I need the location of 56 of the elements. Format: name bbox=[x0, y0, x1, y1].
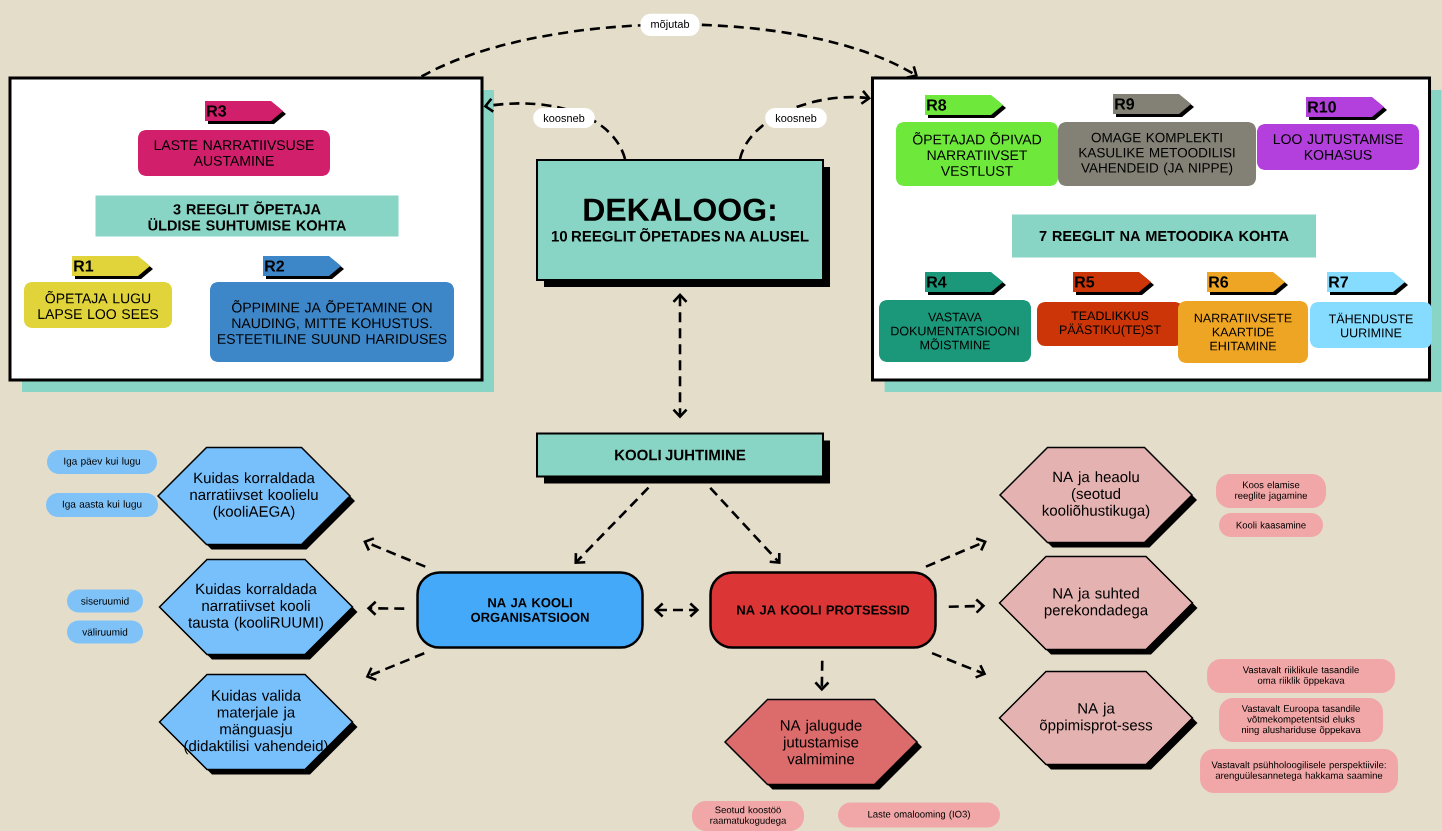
arrow bbox=[814, 660, 830, 692]
hexagon: NA ja suhted perekondadega bbox=[998, 555, 1198, 655]
rule-card: ÕPETAJA LUGU LAPSE LOO SEES bbox=[24, 282, 172, 328]
note-pill: siseruumid bbox=[67, 589, 143, 613]
note-pill: Iga aasta kui lugu bbox=[46, 493, 158, 517]
note-pill: Vastavalt riiklikule tasandile oma riiklik õppekava bbox=[1207, 659, 1395, 693]
heading-banner: 7 REEGLIT NA METOODIKA KOHTA bbox=[1012, 214, 1316, 258]
arrow bbox=[653, 602, 700, 618]
process-box: NA JA KOOLI PROTSESSID bbox=[709, 571, 937, 649]
note-pill: Iga päev kui lugu bbox=[47, 450, 157, 474]
rule-tag: R10 bbox=[1306, 97, 1387, 120]
rule-tag: R3 bbox=[205, 101, 286, 124]
arrow bbox=[363, 537, 426, 568]
rule-tag: R9 bbox=[1113, 94, 1194, 117]
rule-card: OMAGE KOMPLEKTI KASULIKE METOODILISI VAHENDEID (JA NIPPE) bbox=[1058, 122, 1256, 186]
rule-tag: R1 bbox=[72, 256, 153, 279]
title-box: DEKALOOG: 10 REEGLIT ÕPETADES NA ALUSEL bbox=[536, 159, 830, 287]
rule-card: ÕPPIMINE JA ÕPETAMINE ON NAUDING, MITTE KOHUSTUS. ESTEETILINE SUUND HARIDUSES bbox=[210, 282, 454, 362]
arrow bbox=[948, 598, 986, 614]
hexagon: NA ja õppimisprot-sess bbox=[998, 670, 1198, 770]
process-box: NA JA KOOLI ORGANISATSIOON bbox=[416, 571, 644, 649]
rule-card: TEADLIKKUS PÄÄSTIKU(TE)ST bbox=[1037, 302, 1183, 346]
rule-tag: R7 bbox=[1327, 272, 1408, 295]
rule-tag: R4 bbox=[925, 272, 1006, 295]
note-pill: Vastavalt Euroopa tasandile võtmekompetentsid eluks ning alushariduse õppekava bbox=[1219, 698, 1383, 742]
hexagon: Kuidas valida materjale ja mänguasju (didaktilisi vahendeid) bbox=[158, 673, 358, 775]
arrow bbox=[925, 537, 987, 568]
arrow bbox=[574, 486, 650, 565]
arrow bbox=[931, 651, 987, 679]
arrow bbox=[672, 293, 688, 419]
rule-tag: R5 bbox=[1073, 272, 1154, 295]
arrow bbox=[738, 90, 871, 160]
arrow bbox=[365, 652, 425, 682]
note-pill: Vastavalt psühholoogilisele perspektiivile: arenguülesannetega hakkama saamine bbox=[1200, 749, 1398, 793]
arrow bbox=[483, 97, 627, 160]
note-pill: Koos elamise reeglite jagamine bbox=[1216, 474, 1326, 508]
hexagon: Kuidas korraldada narratiivset kooli tausta (kooliRUUMI) bbox=[158, 558, 358, 660]
rule-tag: R8 bbox=[925, 95, 1006, 118]
rule-card: VASTAVA DOKUMENTATSIOONI MÕISTMINE bbox=[879, 300, 1031, 362]
rule-tag: R6 bbox=[1207, 272, 1288, 295]
edge-label: koosneb bbox=[533, 107, 595, 129]
rule-tag: R2 bbox=[263, 256, 344, 279]
rule-card: LOO JUTUSTAMISE KOHASUS bbox=[1257, 124, 1419, 170]
edge-label: koosneb bbox=[765, 107, 827, 129]
rule-card: LASTE NARRATIIVSUSE AUSTAMINE bbox=[138, 130, 330, 176]
rule-card: ÕPETAJAD ÕPIVAD NARRATIIVSET VESTLUST bbox=[896, 122, 1058, 186]
note-pill: Kooli kaasamine bbox=[1219, 513, 1323, 537]
arrow bbox=[709, 486, 781, 564]
note-pill: Seotud koostöö raamatukogudega bbox=[692, 801, 804, 831]
note-pill: väliruumid bbox=[67, 620, 143, 644]
arrow bbox=[420, 23, 918, 79]
process-box: KOOLI JUHTIMINE bbox=[536, 432, 830, 484]
arrow bbox=[366, 600, 405, 616]
rule-card: NARRATIIVSETE KAARTIDE EHITAMINE bbox=[1178, 301, 1308, 363]
rule-card: TÄHENDUSTE UURIMINE bbox=[1310, 302, 1432, 348]
heading-banner: 3 REEGLIT ÕPETAJA ÜLDISE SUHTUMISE KOHTA bbox=[95, 195, 399, 237]
